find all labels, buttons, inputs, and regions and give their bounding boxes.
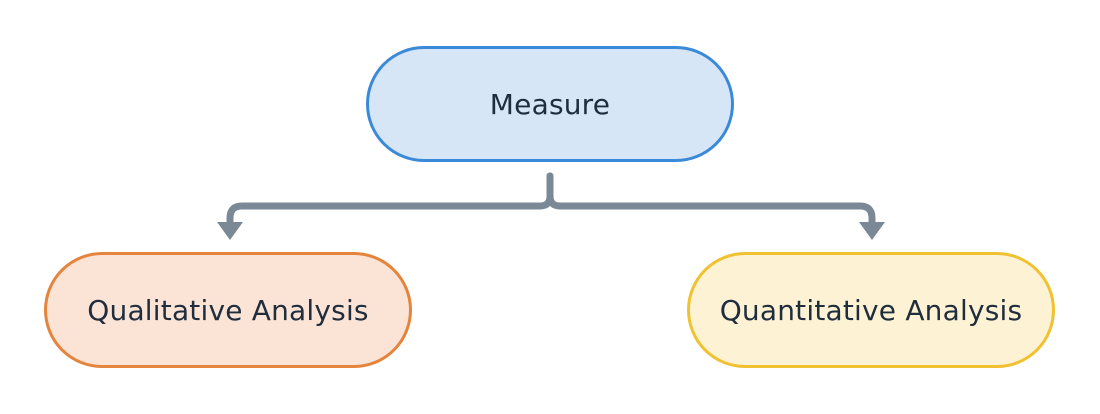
arrowhead-right [859,222,885,240]
root-node-measure: Measure [366,46,734,162]
child-node-qualitative-analysis: Qualitative Analysis [44,252,412,368]
connector-right [546,172,876,230]
child-node-label: Qualitative Analysis [87,293,369,327]
arrowhead-left [217,222,243,240]
root-node-label: Measure [489,87,611,121]
connector-left [226,172,554,230]
child-node-label: Quantitative Analysis [719,293,1023,327]
child-node-quantitative-analysis: Quantitative Analysis [687,252,1055,368]
